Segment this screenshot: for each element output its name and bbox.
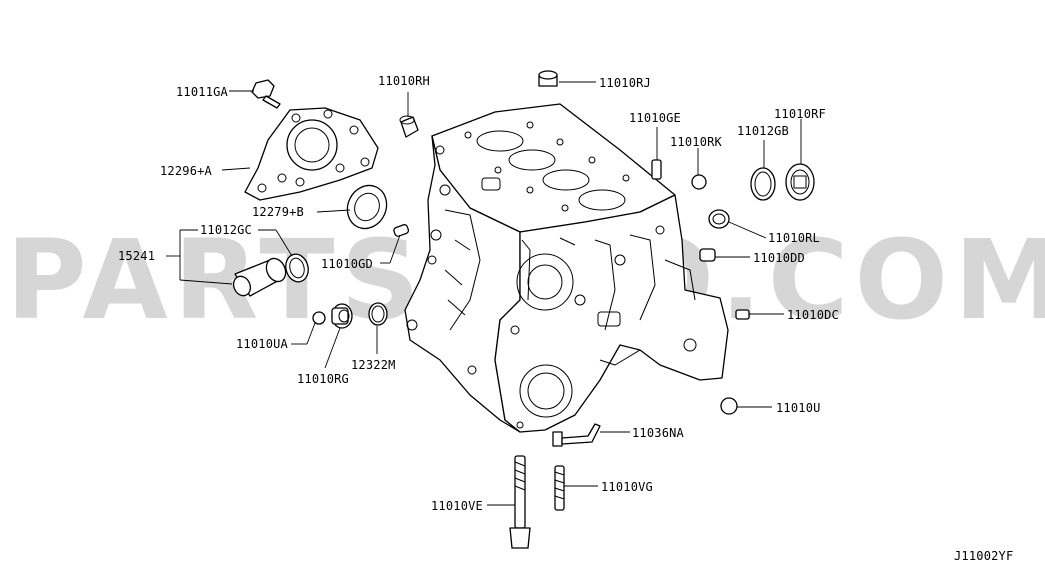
callout-12279B[interactable]: 12279+B [252,205,304,219]
callout-11010RJ[interactable]: 11010RJ [599,76,651,90]
part-11010DC-plug[interactable] [735,309,750,320]
part-12296A-rear-oil-seal-retainer[interactable] [244,107,379,201]
callout-11010RL[interactable]: 11010RL [768,231,820,245]
callout-12322M[interactable]: 12322M [351,358,396,372]
part-11010VG-stud[interactable] [554,465,565,511]
callout-11010DD[interactable]: 11010DD [753,251,805,265]
part-11036NA-oil-jet[interactable] [552,423,601,447]
part-11010GD-dowel[interactable] [393,224,410,237]
callout-11012GB[interactable]: 11012GB [737,124,789,138]
part-11010UA-plug[interactable] [312,311,326,325]
callout-11010RF[interactable]: 11010RF [774,107,826,121]
part-11010U-plug[interactable] [720,397,738,415]
callout-11010VE[interactable]: 11010VE [431,499,483,513]
part-11010RJ-plug[interactable] [538,70,558,87]
part-15241-oil-filter-bracket[interactable] [231,255,290,298]
part-11010RG-plug[interactable] [331,303,353,329]
diagram-code: J11002YF [954,549,1013,563]
callout-11010GD[interactable]: 11010GD [321,257,373,271]
part-11010DD-plug[interactable] [699,248,716,262]
callout-11010DC[interactable]: 11010DC [787,308,839,322]
callout-11010RH[interactable]: 11010RH [378,74,430,88]
callout-15241[interactable]: 15241 [118,249,155,263]
part-12279B-oil-seal[interactable] [340,179,393,235]
callout-11010UA[interactable]: 11010UA [236,337,289,351]
callout-11012GC[interactable]: 11012GC [200,223,252,237]
callout-labels: 11011GA 12296+A 12279+B 11012GC 15241 11… [118,74,839,513]
callout-12296A[interactable]: 12296+A [160,164,213,178]
part-11010VE-stud[interactable] [509,455,531,549]
part-11010RK-plug[interactable] [691,174,707,190]
part-11010RF-drain-plug[interactable] [785,163,815,201]
part-12322M-ring[interactable] [368,302,388,326]
part-11010GE-dowel[interactable] [651,159,662,180]
callout-11010VG[interactable]: 11010VG [601,480,653,494]
part-11010RL-plug[interactable] [708,209,730,229]
leader-lines [166,81,802,506]
callout-11010GE[interactable]: 11010GE [629,111,681,125]
callout-11010RG[interactable]: 11010RG [297,372,349,386]
part-11011GA-bolt[interactable] [251,79,281,109]
callout-11010RK[interactable]: 11010RK [670,135,723,149]
part-11010RH-plug[interactable] [399,115,419,138]
part-11012GB-o-ring[interactable] [750,167,776,201]
cylinder-block[interactable] [404,103,729,433]
callout-11011GA[interactable]: 11011GA [176,85,229,99]
callout-11010U[interactable]: 11010U [776,401,821,415]
part-11012GC-o-ring[interactable] [283,252,311,285]
callout-11036NA[interactable]: 11036NA [632,426,685,440]
